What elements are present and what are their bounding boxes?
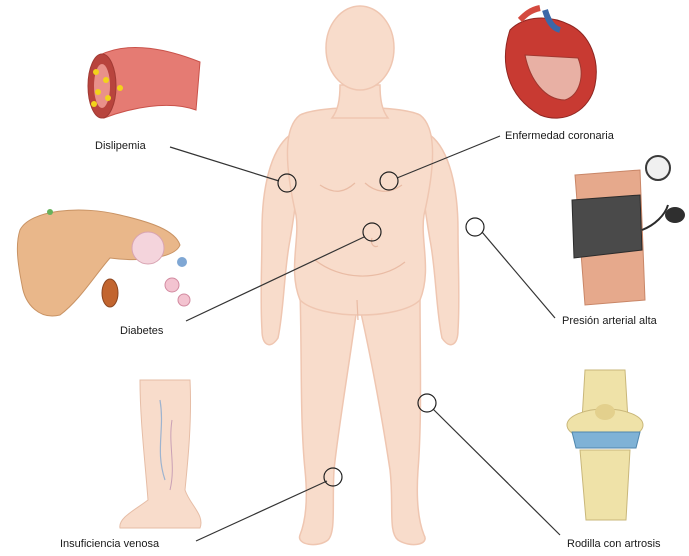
leg-varicose-illustration	[120, 380, 201, 528]
blood-pressure-illustration	[572, 156, 685, 305]
pancreas-illustration	[17, 209, 190, 316]
artery-illustration	[88, 47, 200, 118]
label-presion-arterial-alta: Presión arterial alta	[562, 315, 657, 327]
leader-line-presion-arterial	[482, 232, 555, 318]
knee-illustration	[567, 370, 643, 520]
leader-line-rodilla	[433, 409, 560, 535]
target-circle-presion	[466, 218, 484, 236]
leader-line-dislipemia	[170, 147, 279, 181]
label-insuficiencia-venosa: Insuficiencia venosa	[60, 538, 159, 550]
body-figure	[261, 6, 459, 545]
label-dislipemia: Dislipemia	[95, 140, 146, 152]
label-rodilla-con-artrosis: Rodilla con artrosis	[567, 538, 661, 550]
heart-illustration	[505, 8, 596, 118]
label-diabetes: Diabetes	[120, 325, 163, 337]
label-enfermedad-coronaria: Enfermedad coronaria	[505, 130, 614, 142]
